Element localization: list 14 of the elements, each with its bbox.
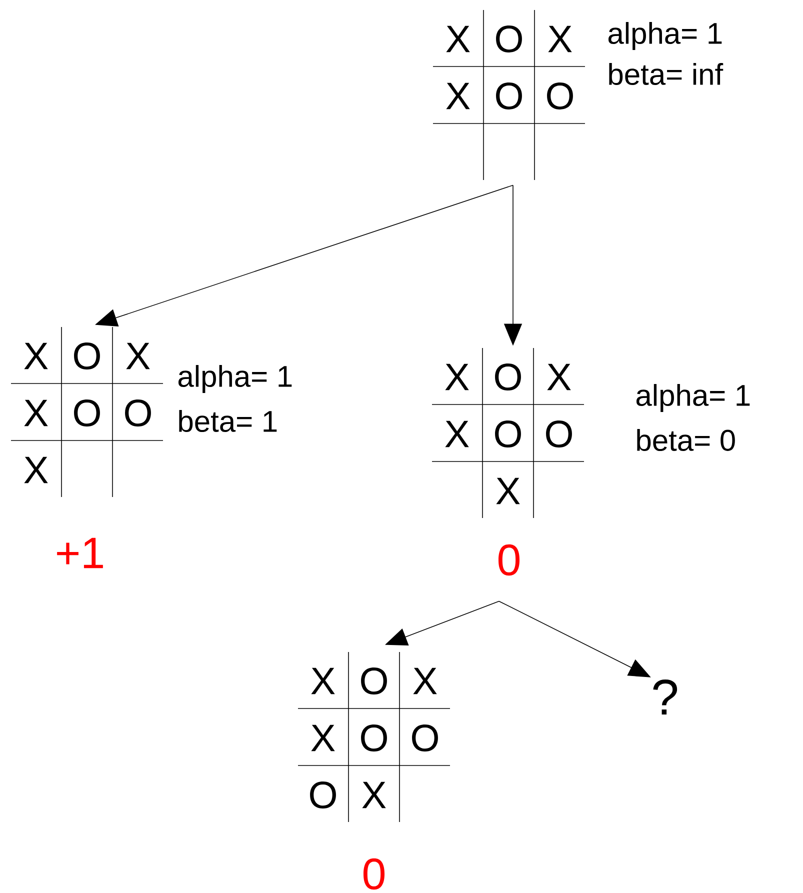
score-label: 0 <box>364 858 384 890</box>
question-mark: ? <box>653 680 678 714</box>
alpha-beta-label: beta= inf <box>609 62 724 86</box>
tic-tac-toe-board: X O X X O O X <box>432 348 584 518</box>
alpha-beta-label: alpha= 1 <box>178 365 292 393</box>
score-label: 0 <box>498 544 520 576</box>
tic-tac-toe-board: X O X X O O X <box>10 326 164 498</box>
alpha-beta-label: beta= 1 <box>179 410 277 432</box>
score-label: +1 <box>57 538 103 568</box>
tic-tac-toe-board: X O X X O O O X <box>298 652 450 822</box>
alpha-beta-label: beta= 0 <box>637 429 735 452</box>
alpha-beta-label: alpha= 1 <box>608 22 722 50</box>
tic-tac-toe-board: X O X X O O <box>432 10 586 180</box>
alpha-beta-label: alpha= 1 <box>636 384 750 412</box>
